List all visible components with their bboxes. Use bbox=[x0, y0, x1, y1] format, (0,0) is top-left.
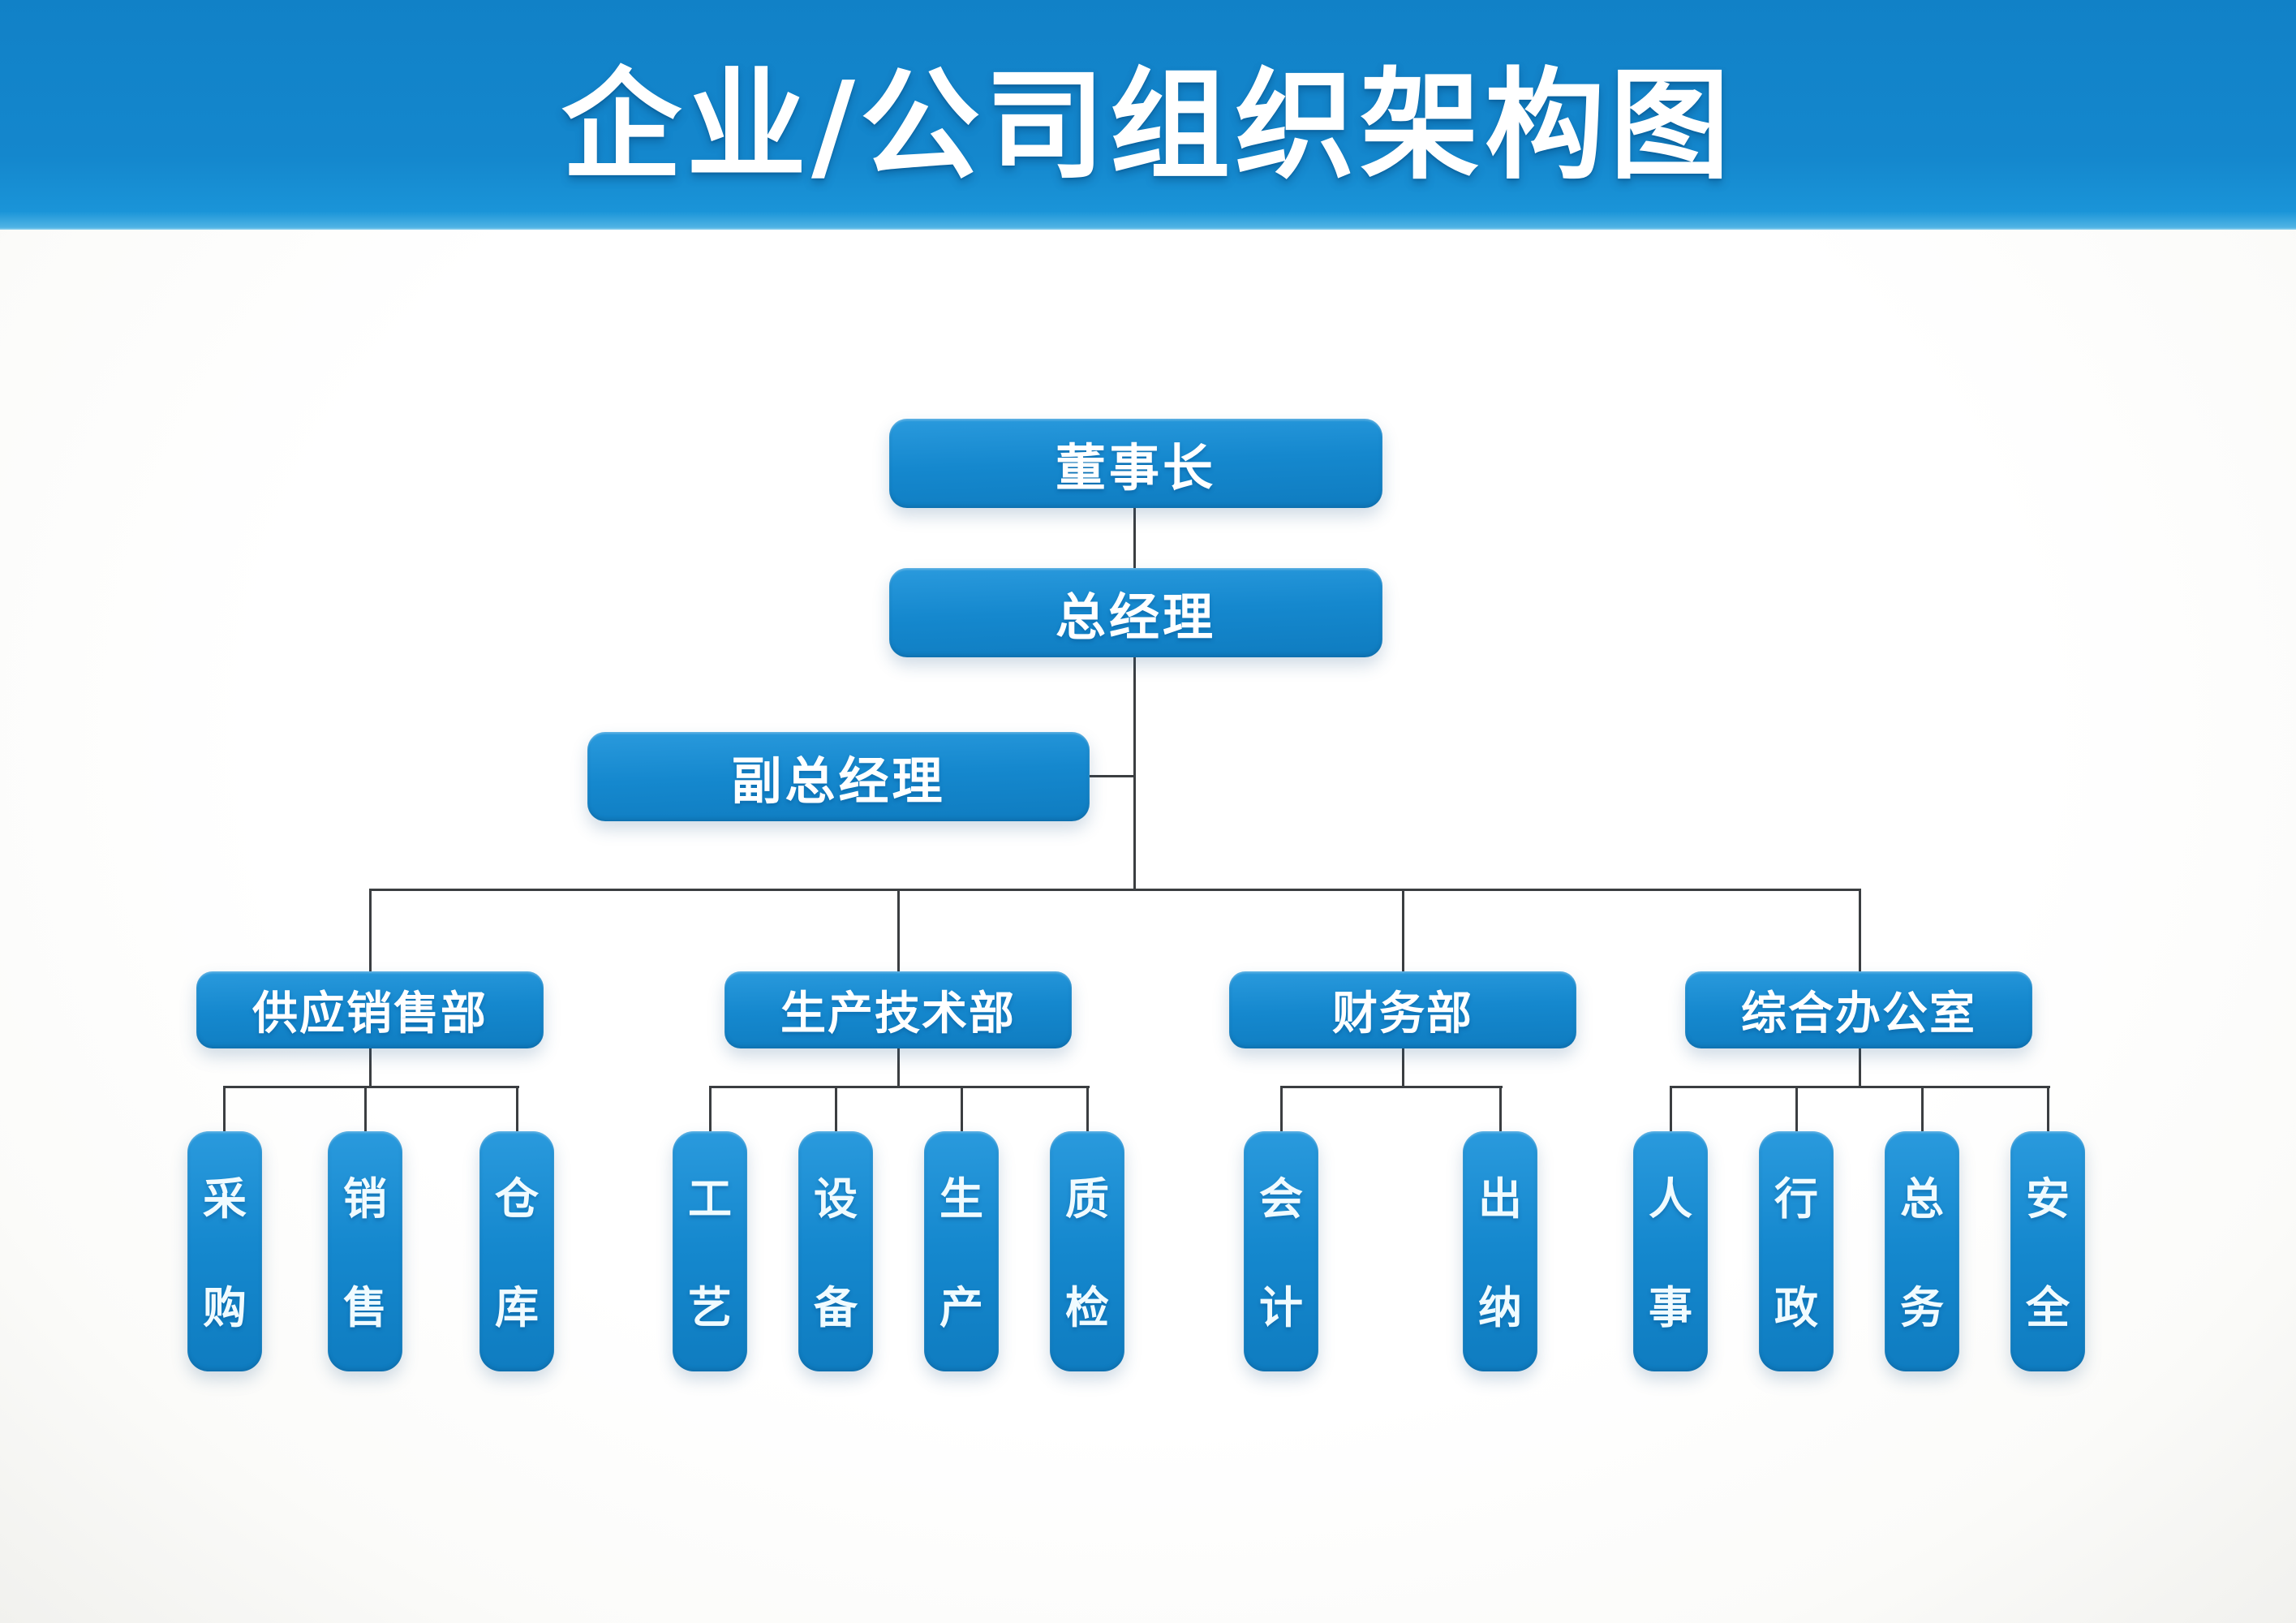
node-sub-cashier: 出纳 bbox=[1463, 1131, 1537, 1371]
connector-drop-dept-2 bbox=[897, 889, 900, 971]
connector-deputy-stub bbox=[1090, 775, 1136, 777]
connector-chairman-gm bbox=[1133, 508, 1136, 570]
subline-dept-1 bbox=[223, 1086, 519, 1088]
node-sub-quality-inspection: 质检 bbox=[1050, 1131, 1124, 1371]
connector-drop-dept-3 bbox=[1402, 889, 1404, 971]
node-sub-equipment: 设备 bbox=[798, 1131, 873, 1371]
connector-main-distribution bbox=[369, 889, 1861, 891]
node-deputy-general-manager: 副总经理 bbox=[587, 732, 1090, 821]
drop-sub-kuaiji bbox=[1280, 1086, 1283, 1131]
node-sub-hr: 人事 bbox=[1633, 1131, 1708, 1371]
subline-dept-2 bbox=[709, 1086, 1090, 1088]
subline-dept-4 bbox=[1670, 1086, 2050, 1088]
node-sub-administration: 行政 bbox=[1759, 1131, 1834, 1371]
node-sub-process: 工艺 bbox=[673, 1131, 747, 1371]
node-sub-safety: 安全 bbox=[2010, 1131, 2085, 1371]
drop-sub-anquan bbox=[2047, 1086, 2049, 1131]
connector-drop-dept-4 bbox=[1859, 889, 1861, 971]
drop-sub-cangku bbox=[516, 1086, 518, 1131]
node-general-manager: 总经理 bbox=[889, 568, 1382, 657]
title-bar: 企业/公司组织架构图 bbox=[0, 0, 2296, 230]
connector-dept4-subline bbox=[1859, 1048, 1861, 1088]
connector-drop-dept-1 bbox=[369, 889, 372, 971]
connector-dept2-subline bbox=[897, 1048, 900, 1088]
node-sub-purchasing: 采购 bbox=[187, 1131, 262, 1371]
node-sub-accounting: 会计 bbox=[1244, 1131, 1318, 1371]
drop-sub-gongyi bbox=[709, 1086, 712, 1131]
node-sub-production: 生产 bbox=[924, 1131, 999, 1371]
node-dept-production-tech: 生产技术部 bbox=[724, 971, 1072, 1048]
node-sub-sales: 销售 bbox=[328, 1131, 402, 1371]
node-dept-finance: 财务部 bbox=[1229, 971, 1576, 1048]
connector-dept1-subline bbox=[369, 1048, 372, 1088]
connector-dept3-subline bbox=[1402, 1048, 1404, 1088]
node-chairman: 董事长 bbox=[889, 419, 1382, 508]
node-dept-supply-sales: 供应销售部 bbox=[196, 971, 544, 1048]
drop-sub-caigou bbox=[223, 1086, 226, 1131]
drop-sub-shengchan bbox=[961, 1086, 963, 1131]
drop-sub-zongwu bbox=[1921, 1086, 1924, 1131]
drop-sub-chuna bbox=[1499, 1086, 1502, 1131]
drop-sub-xingzheng bbox=[1795, 1086, 1798, 1131]
drop-sub-xiaoshou bbox=[364, 1086, 367, 1131]
node-dept-general-office: 综合办公室 bbox=[1685, 971, 2032, 1048]
drop-sub-renshi bbox=[1670, 1086, 1672, 1131]
subline-dept-3 bbox=[1280, 1086, 1503, 1088]
drop-sub-zhijian bbox=[1086, 1086, 1089, 1131]
connector-gm-trunk bbox=[1133, 657, 1136, 890]
drop-sub-shebei bbox=[835, 1086, 837, 1131]
node-sub-warehouse: 仓库 bbox=[479, 1131, 554, 1371]
node-sub-general-affairs: 总务 bbox=[1885, 1131, 1959, 1371]
page-title: 企业/公司组织架构图 bbox=[561, 56, 1735, 196]
